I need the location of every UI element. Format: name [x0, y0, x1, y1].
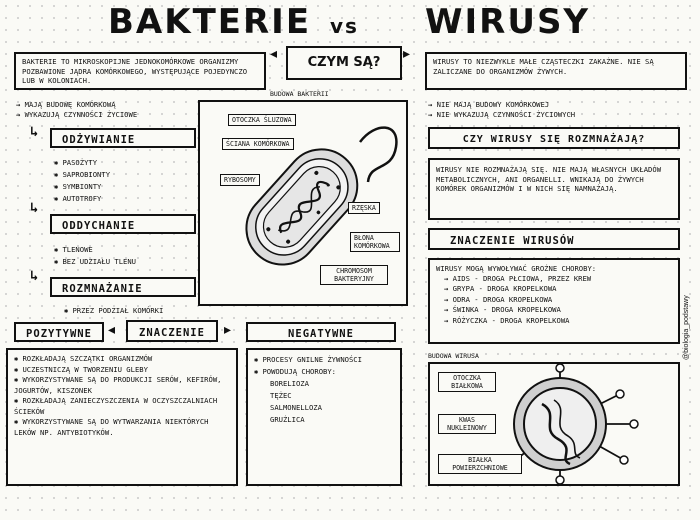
- list-item: ROZKŁADAJĄ ZANIECZYSZCZENIA W OCZYSZCZAL…: [14, 396, 230, 417]
- virus-diagram-caption: BUDOWA WIRUSA: [428, 352, 479, 360]
- list-item: PASOŻYTY: [54, 157, 110, 169]
- arrow-left-icon: ◂: [270, 46, 278, 62]
- significance-heading: ZNACZENIE: [126, 320, 218, 342]
- negative-list: PROCESY GNILNE ŻYWNOŚCI POWODUJĄ CHOROBY…: [254, 354, 394, 378]
- bacterium-illustration: [245, 126, 398, 266]
- virus-importance-intro: WIRUSY MOGĄ WYWOŁYWAĆ GROŹNE CHOROBY:: [436, 264, 597, 273]
- list-item: BORELIOZA: [270, 379, 309, 388]
- arrow-right-icon: ▸: [224, 322, 232, 338]
- list-item: TLENOWE: [54, 244, 136, 256]
- trait-item: NIE WYKAZUJĄ CZYNNOŚCI ŻYCIOWYCH: [428, 110, 575, 120]
- arrow-down-right-icon: ↳: [30, 200, 39, 216]
- virus-diagram-frame: OTOCZKA BIAŁKOWA KWAS NUKLEINOWY BIAŁKA …: [428, 362, 680, 486]
- bacteria-traits: MAJĄ BUDOWĘ KOMÓRKOWĄ WYKAZUJĄ CZYNNOŚCI…: [16, 100, 201, 119]
- label-capsule: OTOCZKA ŚLUZOWA: [228, 114, 296, 126]
- title-vs: vs: [330, 14, 359, 38]
- virus-importance-panel: WIRUSY MOGĄ WYWOŁYWAĆ GROŹNE CHOROBY: AI…: [428, 258, 680, 344]
- list-item: AUTOTROFY: [54, 193, 110, 205]
- label-nucleic-acid: KWAS NUKLEINOWY: [438, 414, 496, 434]
- title-bacteria: BAKTERIE: [108, 2, 312, 42]
- list-item: SYMBIONTY: [54, 181, 110, 193]
- bacteria-definition: BAKTERIE TO MIKROSKOPIJNE JEDNOKOMÓRKOWE…: [14, 52, 266, 90]
- list-item: TĘŻEC: [270, 391, 292, 400]
- list-item: WYKORZYSTYWANE SĄ DO PRODUKCJI SERÓW, KE…: [14, 375, 230, 396]
- list-item: ŚWINKA - DROGA KROPELKOWA: [444, 305, 672, 316]
- bacteria-diagram-frame: OTOCZKA ŚLUZOWA ŚCIANA KOMÓRKOWA RYBOSOM…: [198, 100, 408, 306]
- arrow-right-icon: ▸: [403, 46, 411, 62]
- list-item: ODRA - DROGA KROPELKOWA: [444, 295, 672, 306]
- label-chromosome: CHROMOSOM BAKTERYJNY: [320, 265, 388, 285]
- list-item: WYKORZYSTYWANE SĄ DO WYTWARZANIA NIEKTÓR…: [14, 417, 230, 438]
- virus-reproduce-heading: CZY WIRUSY SIĘ ROZMNAŻAJĄ?: [428, 127, 680, 149]
- reproduction-heading: ROZMNAŻANIE: [50, 277, 196, 297]
- list-item: RÓŻYCZKA - DROGA KROPELKOWA: [444, 316, 672, 327]
- bacteria-diagram-caption: BUDOWA BAKTERII: [270, 90, 329, 98]
- virus-traits: NIE MAJĄ BUDOWY KOMÓRKOWEJ NIE WYKAZUJĄ …: [428, 100, 575, 119]
- title-viruses: WIRUSY: [425, 2, 591, 42]
- list-item: SAPROBIONTY: [54, 169, 110, 181]
- list-item: GRYPA - DROGA KROPELKOWA: [444, 284, 672, 295]
- trait-item: WYKAZUJĄ CZYNNOŚCI ŻYCIOWE: [16, 110, 201, 120]
- trait-item: MAJĄ BUDOWĘ KOMÓRKOWĄ: [16, 100, 201, 110]
- arrow-left-icon: ◂: [108, 322, 116, 338]
- virus-disease-list: AIDS - DROGA PŁCIOWA, PRZEZ KREW GRYPA -…: [436, 274, 672, 327]
- arrow-down-right-icon: ↳: [30, 268, 39, 284]
- list-item: POWODUJĄ CHOROBY:: [254, 366, 394, 378]
- list-item: SALMONELLOZA: [270, 403, 322, 412]
- nutrition-heading: ODŻYWIANIE: [50, 128, 196, 148]
- list-item: BEZ UDZIAŁU TLENU: [54, 256, 136, 268]
- label-ribosomes: RYBOSOMY: [220, 174, 260, 186]
- list-item: UCZESTNICZĄ W TWORZENIU GLEBY: [14, 365, 230, 376]
- list-item: PROCESY GNILNE ŻYWNOŚCI: [254, 354, 394, 366]
- list-item: GRUŹLICA: [270, 415, 305, 424]
- positive-heading: POZYTYWNE: [14, 322, 104, 342]
- credit: @biologia_podstawy: [683, 295, 690, 360]
- virus-importance-heading: ZNACZENIE WIRUSÓW: [428, 228, 680, 250]
- trait-item: NIE MAJĄ BUDOWY KOMÓRKOWEJ: [428, 100, 575, 110]
- negative-panel: PROCESY GNILNE ŻYWNOŚCI POWODUJĄ CHOROBY…: [246, 348, 402, 486]
- negative-heading: NEGATYWNE: [246, 322, 396, 342]
- nutrition-list: PASOŻYTY SAPROBIONTY SYMBIONTY AUTOTROFY: [54, 157, 110, 205]
- list-item: AIDS - DROGA PŁCIOWA, PRZEZ KREW: [444, 274, 672, 285]
- label-flagellum: RZĘSKA: [348, 202, 380, 214]
- virus-reproduce-text: WIRUSY NIE ROZMNAŻAJĄ SIĘ. NIE MAJĄ WŁAS…: [428, 158, 680, 220]
- respiration-heading: ODDYCHANIE: [50, 214, 196, 234]
- arrow-down-right-icon: ↳: [30, 124, 39, 140]
- disease-list: BORELIOZA TĘŻEC SALMONELLOZA GRUŹLICA: [254, 378, 394, 426]
- virus-illustration: [501, 363, 639, 485]
- list-item: ROZKŁADAJĄ SZCZĄTKI ORGANIZMÓW: [14, 354, 230, 365]
- virus-definition: WIRUSY TO NIEZWYKLE MAŁE CZĄSTECZKI ZAKA…: [425, 52, 687, 90]
- credit-wrapper: @biologia_podstawy: [683, 230, 695, 360]
- center-question: CZYM SĄ?: [286, 46, 402, 80]
- reproduction-list: PRZEZ PODZIAŁ KOMÓRKI: [64, 306, 163, 317]
- label-capsid: OTOCZKA BIAŁKOWA: [438, 372, 496, 392]
- positive-panel: ROZKŁADAJĄ SZCZĄTKI ORGANIZMÓW UCZESTNIC…: [6, 348, 238, 486]
- positive-list: ROZKŁADAJĄ SZCZĄTKI ORGANIZMÓW UCZESTNIC…: [14, 354, 230, 438]
- list-item: PRZEZ PODZIAŁ KOMÓRKI: [64, 306, 163, 317]
- label-cell-membrane: BŁONA KOMÓRKOWA: [350, 232, 400, 252]
- respiration-list: TLENOWE BEZ UDZIAŁU TLENU: [54, 244, 136, 268]
- label-surface-proteins: BIAŁKA POWIERZCHNIOWE: [438, 454, 522, 474]
- label-cell-wall: ŚCIANA KOMÓRKOWA: [222, 138, 294, 150]
